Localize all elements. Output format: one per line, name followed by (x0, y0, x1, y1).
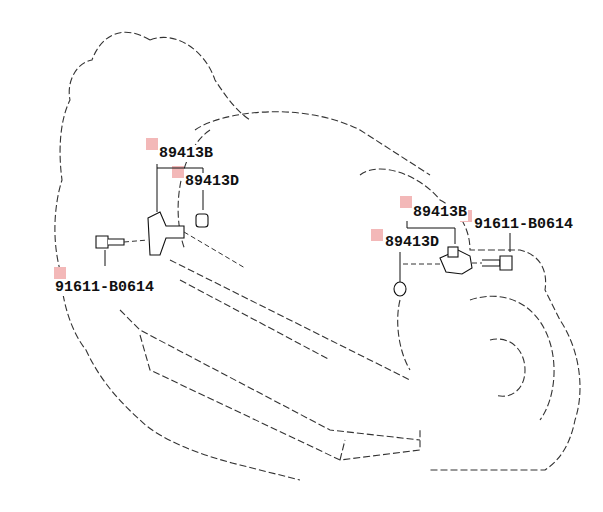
assembly-lines (124, 232, 482, 268)
leader-lines (105, 164, 510, 282)
callout-number: 89413B (412, 204, 468, 221)
callout-number: 91611-B0614 (54, 279, 155, 296)
housing-outline (55, 32, 580, 480)
callout-number: 89413D (384, 234, 440, 251)
callout-number: 91611-B0614 (473, 216, 574, 233)
callout-number: 89413D (184, 173, 240, 190)
sensor-parts (96, 212, 512, 296)
callout-number: 89413B (158, 145, 214, 162)
highlight-markers (54, 138, 472, 279)
